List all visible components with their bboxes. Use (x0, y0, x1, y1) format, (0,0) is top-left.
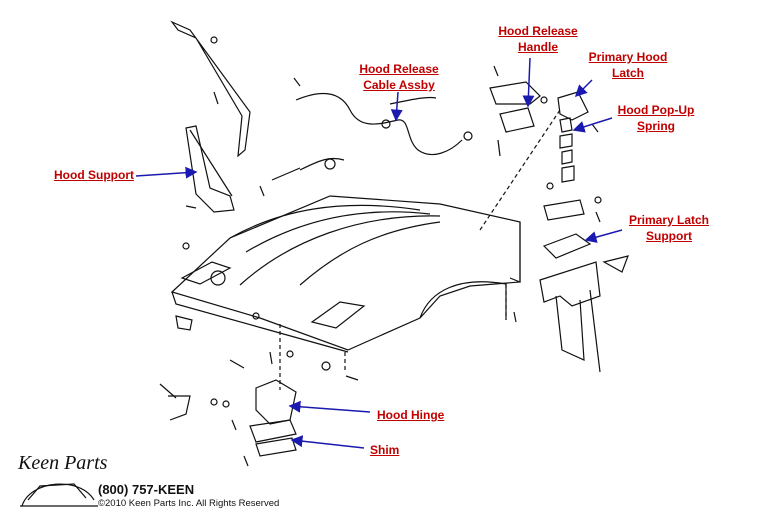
hood-release-cable (259, 92, 473, 197)
label-primary-hood-latch[interactable]: Primary Hood Latch (588, 50, 668, 80)
arrow-hood-release-cable (390, 91, 403, 122)
label-hood-hinge[interactable]: Hood Hinge (377, 408, 445, 422)
arrow-primary-latch-support (584, 229, 623, 243)
hood-hinge-part (159, 242, 359, 467)
callout-arrows (135, 57, 623, 449)
arrow-hood-release-handle (522, 57, 535, 108)
arrow-hood-hinge (288, 400, 371, 413)
phone-number: (800) 757-KEEN (98, 482, 195, 497)
hood-support-rod (170, 20, 301, 213)
label-shim[interactable]: Shim (370, 443, 400, 457)
arrow-hood-popup-spring (572, 117, 613, 133)
label-primary-latch-support[interactable]: Primary Latch Support (628, 213, 710, 243)
arrow-primary-hood-latch (574, 79, 593, 98)
brand-logo: Keen Parts (18, 452, 108, 474)
label-hood-release-cable[interactable]: Hood Release Cable Assby (359, 62, 439, 92)
hood-panel (170, 109, 561, 390)
label-hood-release-handle[interactable]: Hood Release Handle (498, 24, 578, 54)
label-hood-support[interactable]: Hood Support (54, 168, 134, 182)
primary-latch-assembly (513, 91, 629, 373)
logo-car-icon (20, 483, 98, 507)
label-hood-popup-spring[interactable]: Hood Pop-Up Spring (617, 103, 695, 133)
hood-release-handle-part (489, 65, 548, 157)
arrow-hood-support (135, 166, 198, 179)
arrow-shim (290, 435, 365, 449)
copyright-text: ©2010 Keen Parts Inc. All Rights Reserve… (98, 498, 280, 509)
